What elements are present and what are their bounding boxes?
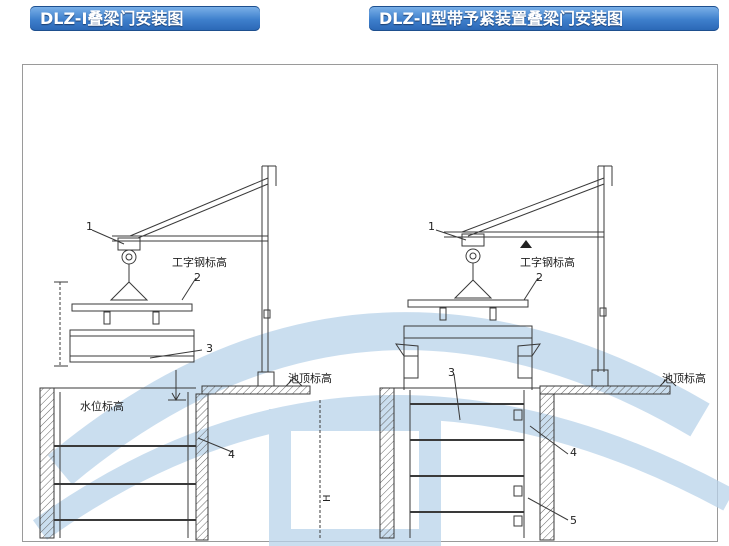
left-labels: 1 2 3 4 工字钢标高 池顶标高 水位标高 H	[80, 220, 333, 502]
callout-4-left: 4	[228, 448, 235, 461]
water-level-label: 水位标高	[80, 399, 124, 413]
callout-2-right: 2	[536, 271, 543, 284]
callout-3-left: 3	[206, 342, 213, 355]
pool-top-label-left: 池顶标高	[288, 371, 332, 385]
height-dimension-label: H	[322, 494, 333, 502]
callout-4-right: 4	[570, 446, 577, 459]
title-banner-left: DLZ-Ⅰ叠梁门安装图	[30, 6, 260, 31]
watermark-logo	[33, 312, 729, 546]
ibeam-level-label-left: 工字钢标高	[172, 255, 227, 269]
callout-3-right: 3	[448, 366, 455, 379]
callout-1-left: 1	[86, 220, 93, 233]
pool-top-label-right: 池顶标高	[662, 371, 706, 385]
callout-2-left: 2	[194, 271, 201, 284]
elevation-marker-icon	[520, 240, 532, 248]
right-labels: 1 2 3 4 5 工字钢标高 池顶标高	[428, 220, 706, 527]
callout-5-right: 5	[570, 514, 577, 527]
title-banner-right: DLZ-Ⅱ型带予紧装置叠梁门安装图	[369, 6, 719, 31]
ibeam-level-label-right: 工字钢标高	[520, 255, 575, 269]
right-diagram	[379, 165, 677, 541]
callout-1-right: 1	[428, 220, 435, 233]
left-diagram	[39, 165, 321, 541]
